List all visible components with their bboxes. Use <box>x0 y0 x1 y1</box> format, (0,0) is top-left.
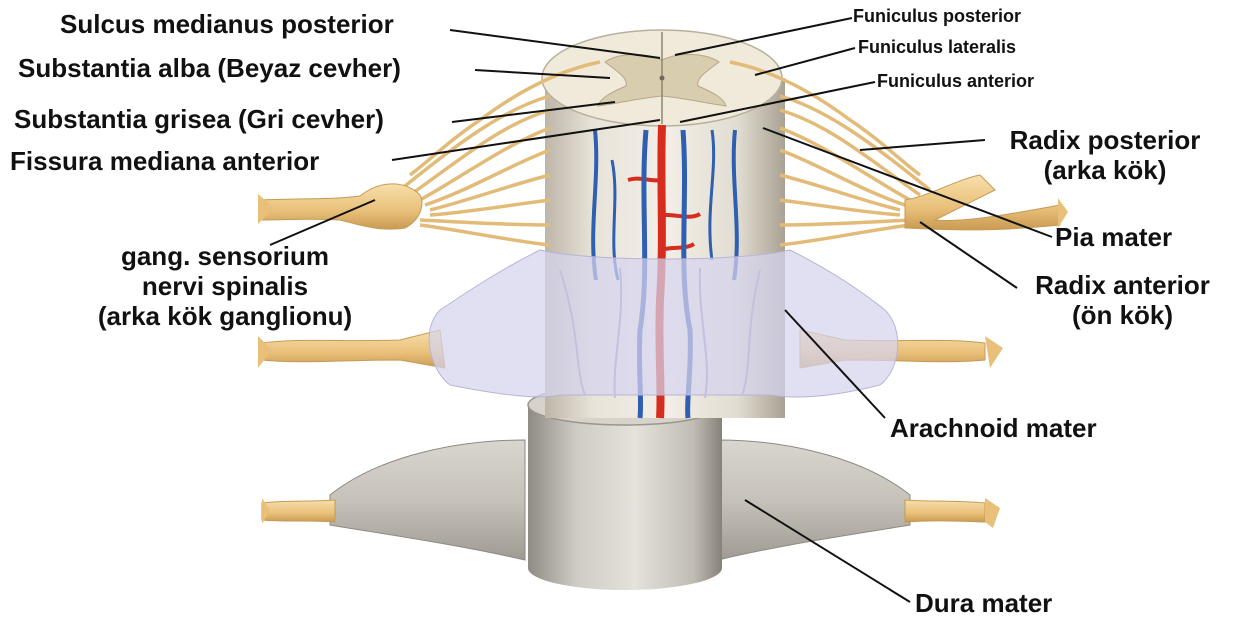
label-funiculus-anterior: Funiculus anterior <box>877 72 1034 90</box>
label-pia-mater: Pia mater <box>1055 224 1172 250</box>
label-gang-sensorium: gang. sensorium nervi spinalis (arka kök… <box>60 243 390 329</box>
label-substantia-alba: Substantia alba (Beyaz cevher) <box>18 55 401 81</box>
label-radix-posterior-line2: (arka kök) <box>985 157 1225 183</box>
label-radix-anterior-line1: Radix anterior <box>1010 272 1235 298</box>
label-funiculus-posterior: Funiculus posterior <box>853 7 1021 25</box>
label-radix-posterior-line1: Radix posterior <box>985 127 1225 153</box>
label-arachnoid-mater: Arachnoid mater <box>890 415 1097 441</box>
label-dura-mater: Dura mater <box>915 590 1052 616</box>
label-radix-anterior: Radix anterior (ön kök) <box>1010 272 1235 328</box>
label-gang-line2: nervi spinalis <box>60 273 390 299</box>
label-gang-line1: gang. sensorium <box>60 243 390 269</box>
label-radix-posterior: Radix posterior (arka kök) <box>985 127 1225 183</box>
label-radix-anterior-line2: (ön kök) <box>1010 302 1235 328</box>
arachnoid-mater <box>429 250 898 398</box>
label-gang-line3: (arka kök ganglionu) <box>60 303 390 329</box>
label-fissura-mediana-anterior: Fissura mediana anterior <box>10 148 319 174</box>
label-substantia-grisea: Substantia grisea (Gri cevher) <box>14 106 384 132</box>
label-funiculus-lateralis: Funiculus lateralis <box>858 38 1016 56</box>
label-sulcus-medianus-posterior: Sulcus medianus posterior <box>60 11 394 37</box>
